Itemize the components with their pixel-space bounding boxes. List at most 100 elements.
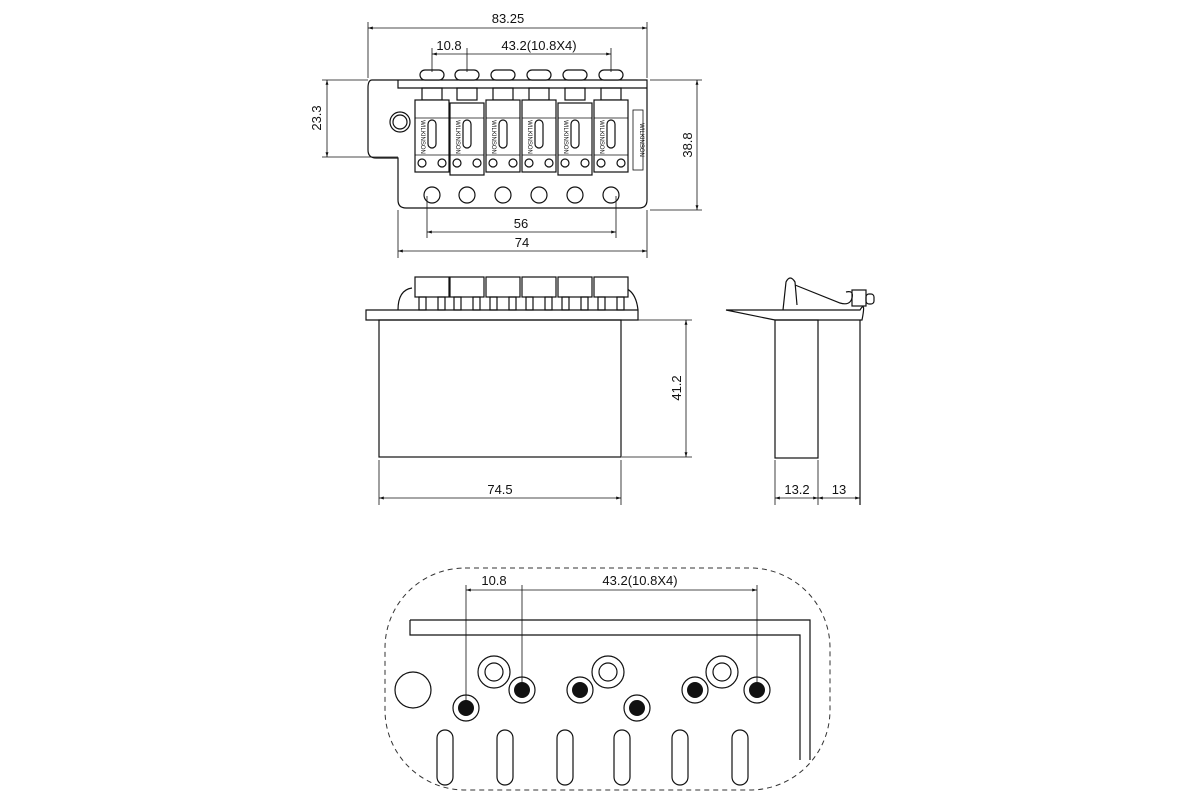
spring (492, 87, 514, 101)
pivot-ring-inner (712, 662, 732, 682)
saddle-front (485, 276, 521, 298)
pivot-ring-icon (705, 655, 739, 689)
string-screw-icon (490, 69, 516, 81)
saddle-slot (570, 119, 580, 149)
dim-overall-width: 83.25 (492, 11, 525, 26)
saddle-brand: WILKINSON (562, 120, 568, 154)
slot-icon (496, 729, 514, 786)
screw-ring (566, 676, 594, 704)
height-screw-icon (616, 158, 626, 168)
brand-logo-text: WILKINSON (638, 123, 644, 157)
dim-block-width: 74.5 (487, 482, 512, 497)
saddle-leg (580, 296, 589, 311)
height-screw-icon (437, 158, 447, 168)
screw-ring (681, 676, 709, 704)
saddle-slot (427, 119, 437, 149)
height-screw-icon (524, 158, 534, 168)
slot-icon (613, 729, 631, 786)
dim-block-depth: 13.2 (784, 482, 809, 497)
saddle-body (593, 99, 629, 173)
saddle: WILKINSON (521, 69, 557, 204)
dim-offset: 13 (832, 482, 846, 497)
pivot-ring-inner (484, 662, 504, 682)
height-screw-icon (417, 158, 427, 168)
mount-hole-icon (458, 186, 476, 204)
dim-block-height: 41.2 (669, 375, 684, 400)
saddle: WILKINSON (414, 69, 450, 204)
height-screw-icon (488, 158, 498, 168)
height-screw-icon (560, 158, 570, 168)
spring (456, 87, 478, 101)
saddle-leg (453, 296, 462, 311)
saddle-brand: WILKINSON (526, 120, 532, 154)
spring (528, 87, 550, 101)
pivot-ring-icon (591, 655, 625, 689)
saddle-leg (616, 296, 625, 311)
saddle-brand: WILKINSON (598, 120, 604, 154)
detail-dim-string-spacing: 10.8 (481, 573, 506, 588)
saddle-front (449, 276, 485, 298)
saddle-leg (544, 296, 553, 311)
screw-hole-icon (458, 700, 474, 716)
saddle-slot (462, 119, 472, 149)
saddle-body (414, 99, 450, 173)
detail-dim-string-span: 43.2(10.8X4) (602, 573, 677, 588)
spring (600, 87, 622, 101)
mount-hole-icon (602, 186, 620, 204)
saddle-brand: WILKINSON (490, 120, 496, 154)
height-screw-icon (544, 158, 554, 168)
saddle-leg (561, 296, 570, 311)
mount-screw-icon (389, 111, 411, 133)
saddle-leg (525, 296, 534, 311)
saddle-brand: WILKINSON (419, 120, 425, 154)
dim-mount-spacing: 56 (514, 216, 528, 231)
height-screw-icon (580, 158, 590, 168)
saddle: WILKINSON (593, 69, 629, 204)
screw-hole-icon (687, 682, 703, 698)
slot-icon (671, 729, 689, 786)
slot-icon (436, 729, 454, 786)
saddle-body (449, 102, 485, 176)
saddle-slot (498, 119, 508, 149)
screw-hole-icon (514, 682, 530, 698)
string-screw-icon (526, 69, 552, 81)
saddle-brand: WILKINSON (454, 120, 460, 154)
screw-ring (623, 694, 651, 722)
saddle-body (557, 102, 593, 176)
saddle: WILKINSON (449, 69, 485, 204)
saddle: WILKINSON (557, 69, 593, 204)
height-screw-icon (472, 158, 482, 168)
saddle: WILKINSON (485, 69, 521, 204)
dim-string-spacing: 10.8 (436, 38, 461, 53)
saddle-leg (472, 296, 481, 311)
spring (421, 87, 443, 101)
screw-hole-icon (629, 700, 645, 716)
top-view: WILKINSON WILKINSON WILKINSON WILKINSON WILK… (309, 11, 702, 258)
mount-hole-icon (530, 186, 548, 204)
mount-hole-icon (566, 186, 584, 204)
dim-string-span: 43.2(10.8X4) (501, 38, 576, 53)
saddle-leg (489, 296, 498, 311)
mount-hole-icon (494, 186, 512, 204)
height-screw-icon (596, 158, 606, 168)
screw-hole-icon (572, 682, 588, 698)
string-screw-icon (562, 69, 588, 81)
spring (564, 87, 586, 101)
front-view: 41.2 74.5 (365, 276, 692, 505)
saddle-front (557, 276, 593, 298)
saddle-body (485, 99, 521, 173)
slot-icon (556, 729, 574, 786)
height-screw-icon (508, 158, 518, 168)
slot-icon (731, 729, 749, 786)
height-screw-icon (452, 158, 462, 168)
screw-hole-icon (749, 682, 765, 698)
side-view: 13.2 13 (725, 277, 875, 505)
saddle-slot (606, 119, 616, 149)
dim-height-total: 38.8 (680, 132, 695, 157)
saddle-body (521, 99, 557, 173)
dim-plate-width: 74 (515, 235, 529, 250)
saddle-leg (508, 296, 517, 311)
pivot-ring-inner (598, 662, 618, 682)
pivot-ring-icon (477, 655, 511, 689)
saddle-front (414, 276, 450, 298)
